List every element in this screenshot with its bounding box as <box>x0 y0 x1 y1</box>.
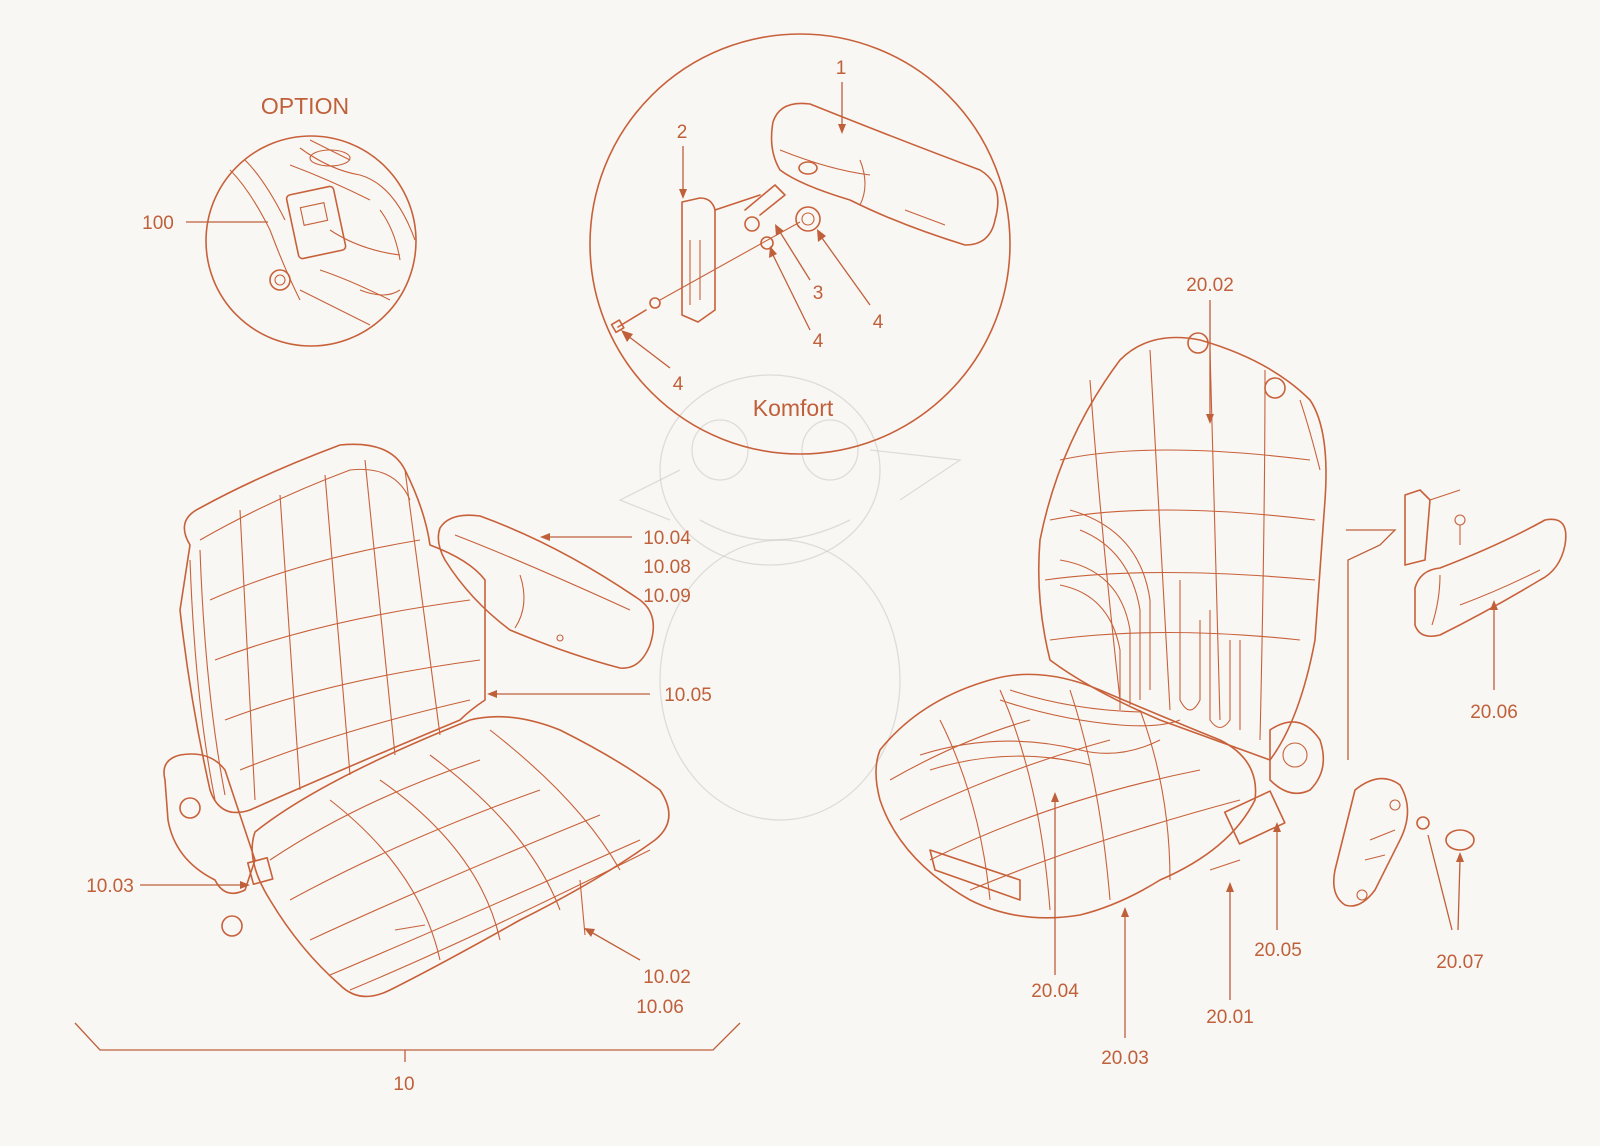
callout-4-right: 4 <box>873 312 884 333</box>
callout-10-04: 10.04 <box>643 528 691 549</box>
callout-10-03: 10.03 <box>86 876 134 897</box>
callout-10-09: 10.09 <box>643 586 691 607</box>
callout-10-08: 10.08 <box>643 557 691 578</box>
knob-icon <box>269 269 291 291</box>
callout-2: 2 <box>677 122 688 143</box>
komfort-heading: Komfort <box>753 395 834 421</box>
seat-20-mechanism <box>929 721 1325 901</box>
seat-20-armrest <box>1404 489 1567 638</box>
callout-20-05: 20.05 <box>1254 940 1302 961</box>
komfort-bracket <box>681 184 786 323</box>
komfort-detail-circle <box>589 33 1011 455</box>
callout-10-02: 10.02 <box>643 967 691 988</box>
seat-20-cushion <box>875 673 1257 919</box>
callout-100: 100 <box>142 213 174 234</box>
callout-3: 3 <box>813 283 824 304</box>
washer-icon <box>760 236 774 250</box>
lever-block <box>285 185 347 260</box>
option-detail-circle <box>205 135 417 347</box>
nut-icon <box>795 206 821 232</box>
watermark-figure <box>618 374 962 821</box>
bolt-icon <box>617 309 647 328</box>
option-heading: OPTION <box>261 93 349 119</box>
komfort-detail: Komfort 1 2 <box>589 33 1011 455</box>
washer-icon-2 <box>649 297 661 309</box>
callout-4-left: 4 <box>673 374 684 395</box>
option-detail-drawing <box>229 139 416 326</box>
callout-20-04: 20.04 <box>1031 981 1079 1002</box>
seat-10: 10.04 10.08 10.09 10.05 10.03 10.02 10.0… <box>74 443 741 1095</box>
group-bracket-10 <box>74 1022 741 1051</box>
callout-20-03: 20.03 <box>1101 1048 1149 1069</box>
option-detail: OPTION 100 <box>142 93 417 347</box>
seat-10-cushion <box>251 715 670 998</box>
washer-icon-20 <box>1416 816 1430 830</box>
callout-20-07: 20.07 <box>1436 952 1484 973</box>
seat-20-lever-icon <box>1223 790 1286 845</box>
headrest-mount-icon <box>1187 332 1209 354</box>
callout-20-06: 20.06 <box>1470 702 1518 723</box>
callout-10: 10 <box>393 1074 414 1095</box>
callout-4-middle: 4 <box>813 331 824 352</box>
callout-1: 1 <box>836 58 847 79</box>
seat-20-side-panel <box>1332 777 1409 907</box>
komfort-armrest <box>770 102 999 246</box>
seat-10-backrest <box>179 443 486 814</box>
callout-20-01: 20.01 <box>1206 1007 1254 1028</box>
callout-10-06: 10.06 <box>636 997 684 1018</box>
headrest-mount-icon-2 <box>1264 377 1286 399</box>
seat-10-hinge <box>163 753 274 937</box>
seat-10-knob-icon <box>221 915 243 937</box>
seat-10-armrest <box>437 514 655 669</box>
cap-icon-20 <box>1445 829 1475 851</box>
callout-10-05: 10.05 <box>664 685 712 706</box>
seat-20-backrest <box>1037 332 1327 761</box>
seat-20: 20.02 20.06 20.07 20.05 20.04 20.01 20.0… <box>875 275 1567 1069</box>
callout-20-02: 20.02 <box>1186 275 1234 296</box>
